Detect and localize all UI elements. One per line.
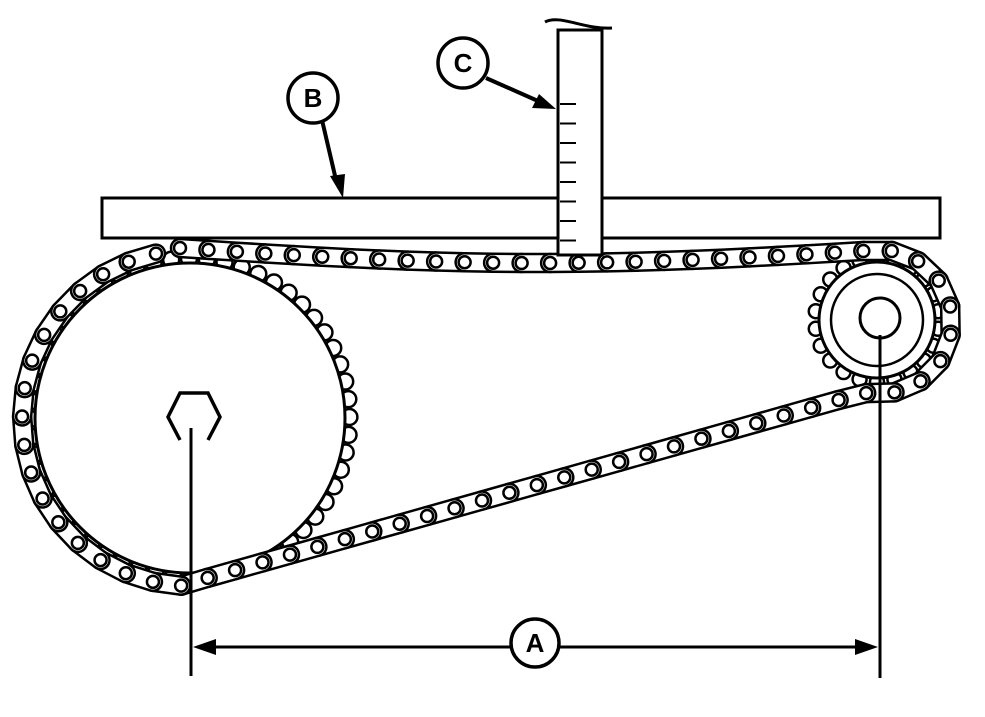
chain-roller	[856, 243, 871, 259]
chain-roller	[557, 470, 572, 485]
chain-roller	[428, 254, 444, 269]
chain-roller	[17, 380, 32, 396]
chain-roller	[933, 353, 948, 369]
measuring-scale	[544, 18, 613, 257]
chain-roller	[502, 485, 517, 501]
chain-roller	[310, 539, 325, 555]
chain-roller	[400, 253, 415, 268]
chain-roller	[628, 254, 643, 270]
callout-b: B	[286, 71, 340, 125]
chain-roller	[172, 240, 188, 256]
chain-roller	[599, 255, 615, 270]
chain-roller	[173, 578, 189, 593]
chain-roller	[24, 353, 40, 368]
dimension-arrow-right	[855, 639, 878, 655]
callout-b-label: B	[304, 83, 323, 113]
roller-chain	[11, 237, 961, 596]
chain-roller	[742, 250, 757, 265]
chain-roller	[447, 501, 462, 516]
chain-roller	[858, 385, 874, 401]
chain-roller	[371, 252, 387, 267]
large-sprocket-hex-hub	[166, 391, 222, 441]
leader-b-arrowhead	[330, 174, 345, 198]
chain-roller	[95, 266, 111, 282]
chain-roller	[694, 431, 709, 446]
chain-roller	[666, 439, 682, 454]
chain-roller	[571, 255, 586, 271]
chain-roller	[229, 244, 245, 259]
chain-roller	[36, 327, 52, 343]
chain-roller	[23, 465, 39, 480]
small-sprocket-hub	[858, 296, 902, 340]
leader-c-arrowhead	[532, 94, 556, 109]
chain-roller	[721, 423, 737, 439]
chain-roller	[770, 248, 786, 264]
callout-leaders	[320, 76, 556, 198]
chain-roller	[35, 491, 50, 506]
chain-roller	[656, 253, 672, 269]
callout-c-label: C	[454, 48, 473, 78]
chain-roller	[343, 250, 358, 266]
scale-tick-marks	[560, 103, 576, 242]
chain-roller	[457, 254, 472, 270]
chain-roller	[943, 327, 958, 342]
chain-roller	[286, 247, 302, 263]
chain-roller	[93, 552, 108, 568]
chain-roller	[913, 374, 928, 389]
scale-break-line	[544, 18, 613, 30]
chain-roller	[255, 555, 270, 570]
chain-roller	[70, 535, 86, 551]
chain-roller	[314, 249, 330, 264]
chain-roller	[258, 246, 273, 261]
chain-roller	[337, 531, 353, 547]
chain-roller	[685, 252, 700, 268]
chain-roller	[887, 385, 902, 400]
chain-roller	[749, 415, 764, 431]
chain-roller	[931, 273, 946, 288]
chain-roller	[910, 253, 926, 269]
chain-roller	[827, 245, 843, 260]
callout-a-label: A	[526, 628, 545, 658]
chain-roller	[474, 493, 490, 508]
chain-roller	[17, 437, 32, 453]
callout-c: C	[436, 36, 490, 90]
chain-roller	[419, 508, 435, 524]
leader-b	[320, 119, 338, 181]
chain-roller	[611, 454, 627, 470]
chain-roller	[584, 462, 599, 477]
chain-roller	[713, 251, 729, 266]
straight-edge	[100, 196, 942, 240]
chain-roller	[72, 283, 88, 299]
chain-roller	[542, 255, 558, 271]
chain-roller	[201, 242, 216, 258]
chain-roller	[529, 477, 545, 493]
chain-roller	[639, 446, 654, 462]
chain-roller	[776, 408, 791, 423]
callout-a: A	[509, 617, 561, 669]
chain-roller	[53, 304, 68, 319]
chain-roller	[799, 247, 814, 262]
chain-roller	[121, 254, 136, 269]
chain-roller	[392, 516, 407, 531]
chain-roller	[282, 547, 298, 562]
chain-roller	[148, 246, 164, 261]
leader-c	[485, 76, 539, 103]
chain-roller	[485, 255, 501, 270]
chain-roller	[118, 565, 134, 581]
chain-roller	[884, 243, 900, 259]
chain-roller	[831, 392, 846, 408]
chain-roller	[145, 574, 161, 590]
chain-roller	[51, 514, 66, 530]
chain-roller	[227, 562, 243, 578]
chain-roller	[365, 524, 380, 539]
dimension-arrow-left	[193, 639, 216, 655]
chain-roller	[803, 400, 819, 416]
small-sprocket-inner-ring	[829, 272, 925, 368]
chain-roller	[14, 409, 30, 424]
chain-roller	[200, 570, 215, 586]
chain-roller	[942, 299, 958, 314]
chain-roller	[514, 255, 529, 271]
